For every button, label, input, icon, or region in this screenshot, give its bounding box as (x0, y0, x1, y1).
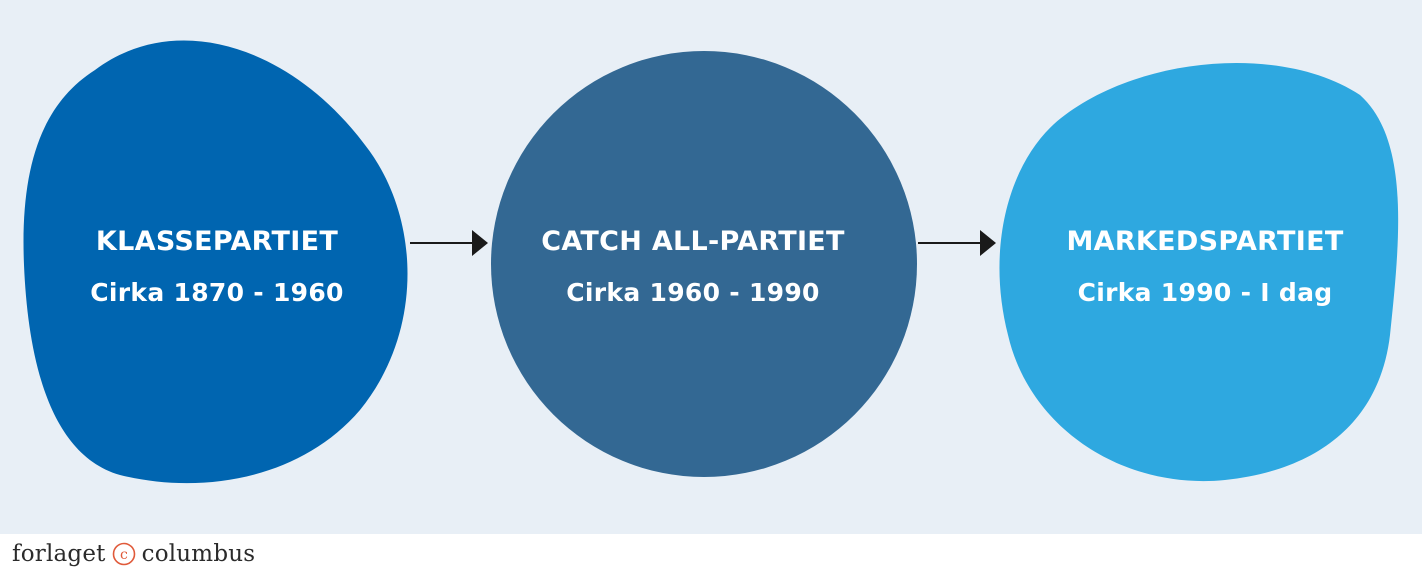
node-1-blob (23, 40, 408, 484)
node-1-label: KLASSEPARTIET Cirka 1870 - 1960 (17, 226, 417, 308)
node-1-title: KLASSEPARTIET (95, 226, 339, 257)
node-2-label: CATCH ALL-PARTIET Cirka 1960 - 1990 (493, 226, 893, 308)
arrow-1-head (472, 230, 488, 256)
publisher-logo: forlaget c columbus (12, 538, 255, 570)
node-3-label: MARKEDSPARTIET Cirka 1990 - I dag (1005, 226, 1405, 308)
node-1-period: Cirka 1870 - 1960 (90, 278, 344, 307)
diagram-shapes (23, 40, 1399, 484)
copyright-symbol: c (120, 547, 128, 563)
node-2-circle (491, 51, 917, 477)
node-2-title: CATCH ALL-PARTIET (541, 226, 845, 257)
node-2-period: Cirka 1960 - 1990 (566, 278, 820, 307)
node-3-blob (999, 62, 1399, 482)
footer: forlaget c columbus (0, 534, 1422, 574)
node-3-title: MARKEDSPARTIET (1066, 226, 1344, 257)
arrow-2-head (980, 230, 996, 256)
party-evolution-diagram: KLASSEPARTIET Cirka 1870 - 1960 CATCH AL… (0, 0, 1422, 534)
logo-text-left: forlaget (12, 541, 106, 567)
copyright-circle-icon: c (112, 542, 136, 566)
node-3-period: Cirka 1990 - I dag (1077, 278, 1333, 307)
logo-text-right: columbus (141, 541, 256, 567)
